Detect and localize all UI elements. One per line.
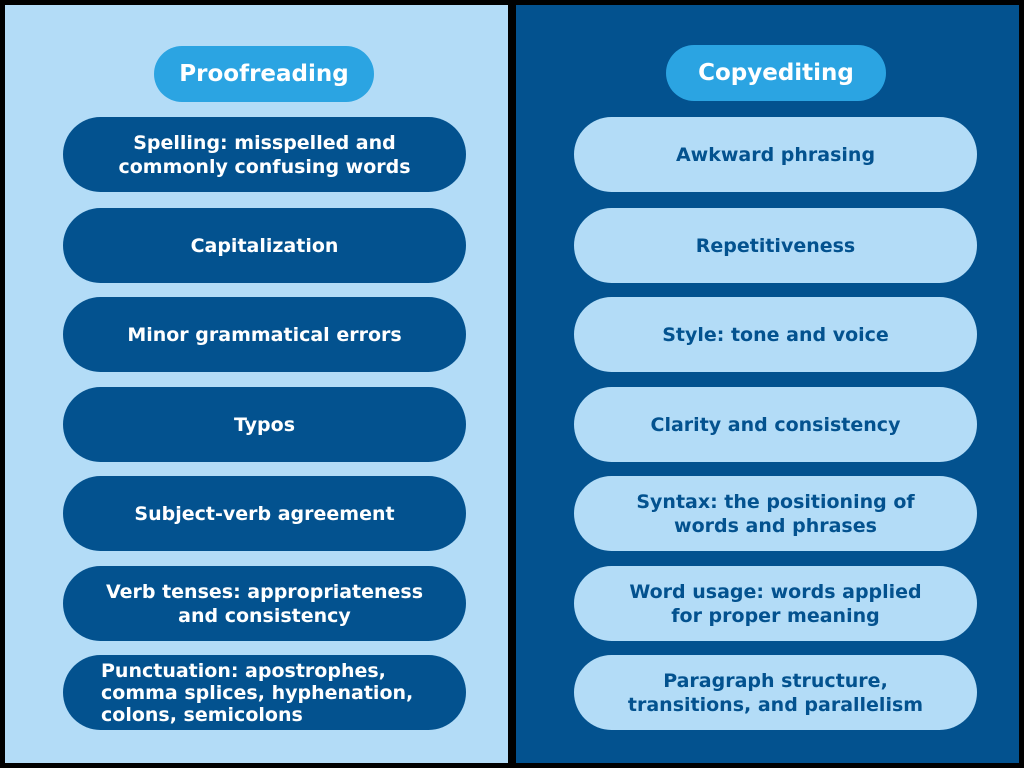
proofreading-item-typos: Typos xyxy=(63,387,466,462)
proofreading-item-verb-tenses: Verb tenses: appropriateness and consist… xyxy=(63,566,466,641)
item-label: Punctuation: apostrophes, comma splices,… xyxy=(101,659,414,726)
copyediting-item-word-usage: Word usage: words applied for proper mea… xyxy=(574,566,977,641)
copyediting-item-paragraph-structure: Paragraph structure, transitions, and pa… xyxy=(574,655,977,730)
proofreading-column: Proofreading Spelling: misspelled and co… xyxy=(5,5,508,763)
proofreading-item-subject-verb: Subject-verb agreement xyxy=(63,476,466,551)
item-label: Subject-verb agreement xyxy=(134,502,395,525)
item-label: Awkward phrasing xyxy=(675,143,876,166)
copyediting-item-clarity: Clarity and consistency xyxy=(574,387,977,462)
item-label: Clarity and consistency xyxy=(650,413,901,436)
item-label: Capitalization xyxy=(190,234,339,257)
proofreading-item-capitalization: Capitalization xyxy=(63,208,466,283)
item-label: Word usage: words applied for proper mea… xyxy=(629,580,922,627)
copyediting-header: Copyediting xyxy=(666,45,886,101)
item-label: Minor grammatical errors xyxy=(127,323,402,346)
item-label: Paragraph structure, transitions, and pa… xyxy=(627,669,924,716)
copyediting-column: Copyediting Awkward phrasing Repetitiven… xyxy=(516,5,1019,763)
item-label: Style: tone and voice xyxy=(662,323,889,346)
proofreading-header: Proofreading xyxy=(154,46,374,102)
proofreading-item-spelling: Spelling: misspelled and commonly confus… xyxy=(63,117,466,192)
proofreading-item-punctuation: Punctuation: apostrophes, comma splices,… xyxy=(63,655,466,730)
copyediting-item-syntax: Syntax: the positioning of words and phr… xyxy=(574,476,977,551)
item-label: Typos xyxy=(233,413,296,436)
copyediting-item-style: Style: tone and voice xyxy=(574,297,977,372)
copyediting-item-awkward-phrasing: Awkward phrasing xyxy=(574,117,977,192)
item-label: Syntax: the positioning of words and phr… xyxy=(636,490,915,537)
item-label: Repetitiveness xyxy=(695,234,856,257)
item-label: Verb tenses: appropriateness and consist… xyxy=(105,580,424,627)
copyediting-item-repetitiveness: Repetitiveness xyxy=(574,208,977,283)
proofreading-item-grammar: Minor grammatical errors xyxy=(63,297,466,372)
item-label: Spelling: misspelled and commonly confus… xyxy=(118,131,411,178)
